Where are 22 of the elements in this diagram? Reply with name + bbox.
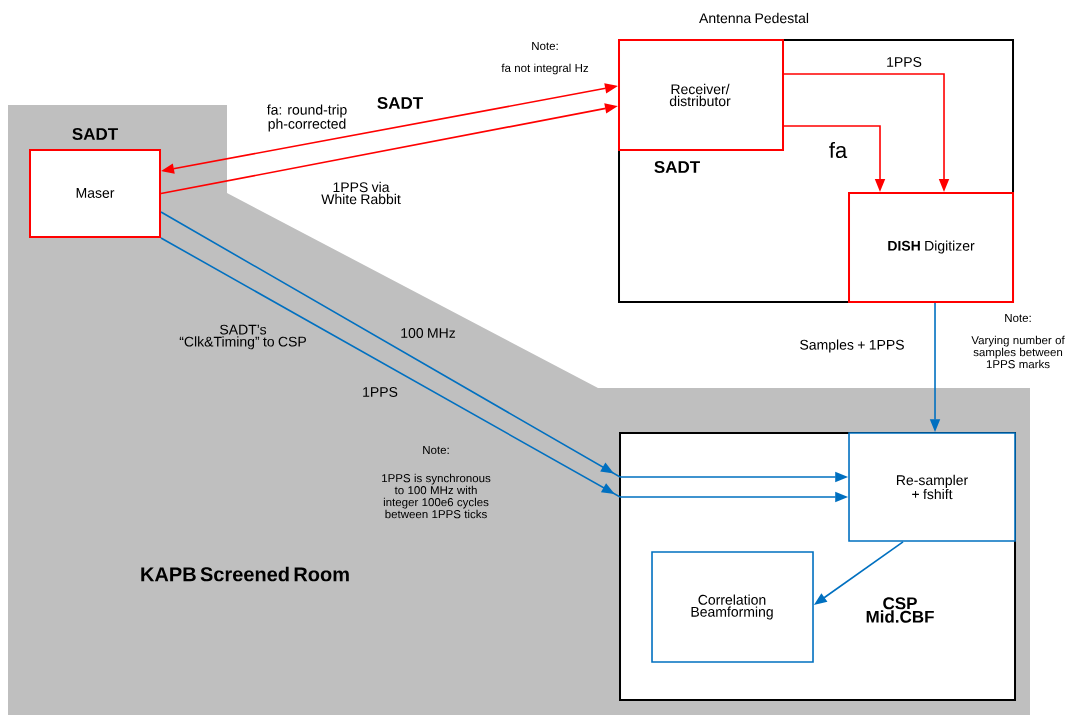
process-box: Correlation Beamforming — [651, 551, 814, 663]
section-label: SADT — [654, 161, 700, 174]
box-heading: Antenna Pedestal — [699, 12, 809, 24]
box-heading: CSP Mid.CBF — [866, 597, 934, 623]
edge-label: 100 MHz — [401, 328, 456, 338]
note-text: Note: — [1005, 314, 1031, 322]
process-box: Maser — [29, 149, 161, 238]
edge-label: 1PPS — [363, 387, 398, 397]
note-text: Note: — [423, 446, 449, 454]
note-text: fa not integral Hz — [501, 63, 589, 75]
section-label: SADT’s “Clk&Timing” to CSP — [179, 324, 306, 350]
edge-label: fa: round-trip ph-corrected — [266, 104, 347, 132]
edge-label: fa — [829, 141, 848, 159]
edge-label: Samples + 1PPS — [800, 339, 904, 353]
process-box: Receiver/ distributor — [618, 39, 784, 151]
edge-label: 1PPS via White Rabbit — [321, 181, 401, 205]
note-text: 1PPS is synchronous to 100 MHz with integer 100e6 cycles between 1PPS ticks — [382, 473, 491, 519]
process-box: DISH Digitizer — [848, 192, 1014, 303]
process-box: Re-sampler + fshift — [848, 432, 1016, 542]
note-text: Note: — [532, 42, 558, 50]
edge-label: 1PPS — [887, 57, 922, 67]
box-heading: SADT — [72, 128, 118, 141]
